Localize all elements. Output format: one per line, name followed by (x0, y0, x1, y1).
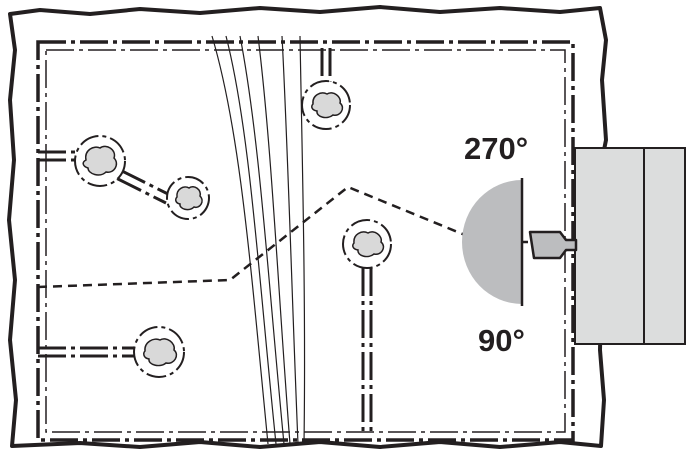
charging-station-icon (574, 147, 686, 345)
island-wire-tree-1-2 (119, 168, 171, 197)
tree-obstacle-icon (133, 326, 185, 378)
tree-obstacle-icon (74, 135, 126, 187)
tree-obstacle-icon (342, 219, 392, 269)
angle-label-270: 270° (464, 131, 529, 166)
tree-obstacle-icon (166, 176, 210, 220)
stream-lines (211, 35, 306, 445)
island-wires (38, 48, 373, 434)
angle-label-90: 90° (478, 323, 525, 358)
boundary-wire-inner (45, 49, 566, 433)
angle-zone (462, 180, 522, 304)
island-wire-tree-1-2b (115, 176, 167, 205)
tree-obstacle-icon (301, 80, 351, 130)
boundary-wire (36, 40, 575, 442)
robot-mower-icon (528, 230, 578, 260)
